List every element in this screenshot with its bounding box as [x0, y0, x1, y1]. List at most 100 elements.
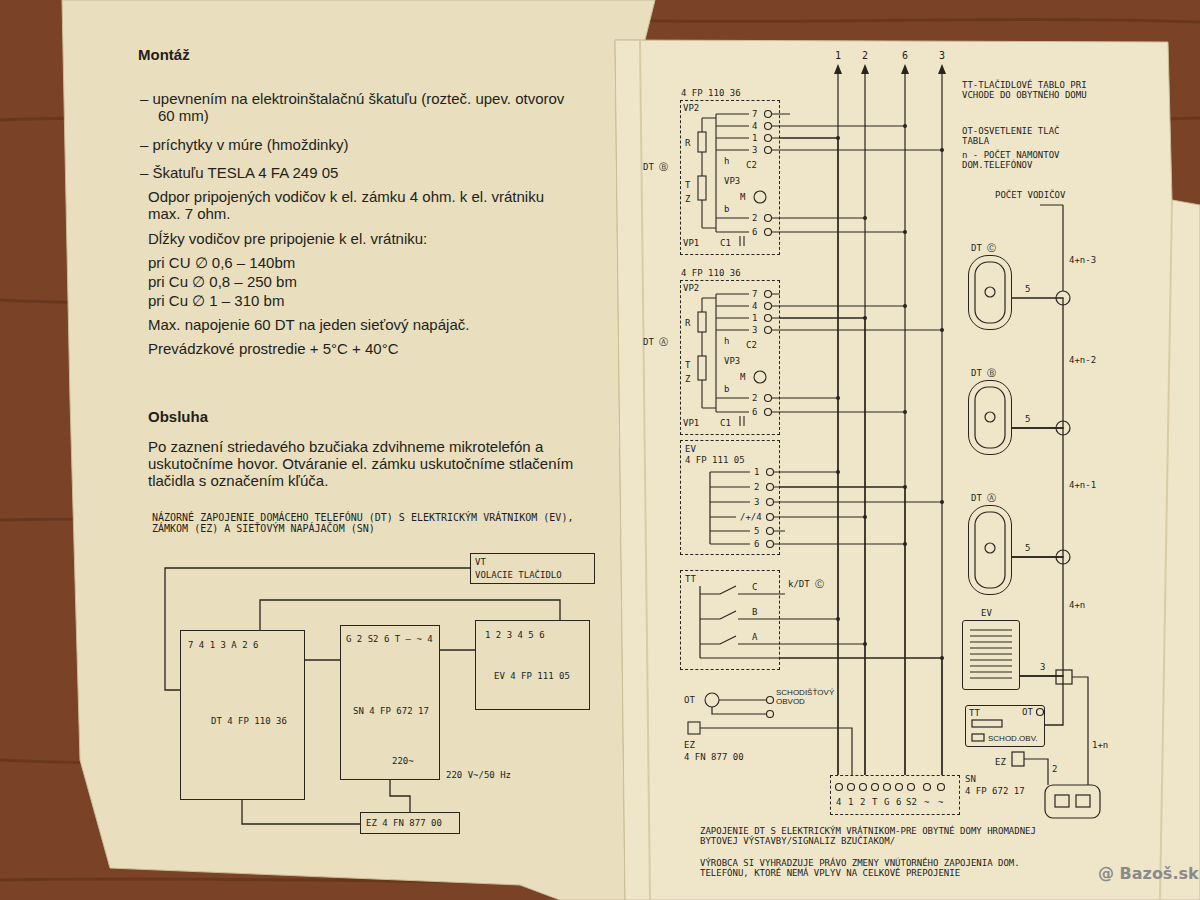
diagram-label: A — [752, 632, 757, 642]
diagram-label: 1 2 3 4 5 6 — [485, 630, 545, 640]
component-label: 4 FP 110 36 — [681, 88, 741, 98]
diagram-label: OT — [684, 695, 695, 705]
diagram-label: VP3 — [724, 176, 740, 186]
instruction-text: Po zaznení striedavého bzučiaka zdvihnem… — [148, 438, 618, 489]
instruction-text: – príchytky v múre (hmoždinky) — [140, 136, 348, 153]
terminal-dots — [836, 124, 944, 660]
terminal-circles — [872, 784, 879, 791]
diagram-label: Z — [685, 194, 690, 204]
component-label: DT 4 FP 110 36 — [211, 716, 287, 726]
terminal-circles — [767, 711, 774, 718]
diagram-label: C — [752, 582, 757, 592]
diagram-label: 3 — [752, 145, 757, 155]
terminal-circles — [848, 784, 855, 791]
instruction-text: – upevnením na elektroinštalačnú škatuľu… — [140, 90, 568, 124]
diagram-label: 6 — [752, 227, 757, 237]
diagram-label: C2 — [746, 340, 757, 350]
pictorial-devices — [985, 412, 995, 422]
diagram-label: 2 — [752, 393, 757, 403]
component-label: EV 4 FP 111 05 — [494, 671, 570, 681]
diagram-label: NÁZORNÉ ZAPOJENIE DOMÁCEHO TELEFÓNU (DT)… — [152, 512, 592, 534]
bus-wires — [780, 306, 942, 412]
pictorial-devices — [970, 630, 1012, 678]
pictorial-devices — [1072, 677, 1088, 785]
terminal-dots — [903, 124, 907, 128]
bus-wires — [700, 64, 946, 775]
diagram-label: ~ — [924, 797, 929, 807]
terminal-dots — [940, 328, 944, 332]
diagram-label: 2 — [862, 50, 868, 61]
component-box: DT Ⓑ — [968, 380, 1012, 455]
diagram-label: T — [685, 180, 690, 190]
pictorial-devices — [970, 205, 1100, 818]
diagram-label: k/DT Ⓒ — [788, 578, 824, 591]
wire — [165, 568, 470, 690]
instruction-text: Dĺžky vodičov pre pripojenie k el. vrátn… — [148, 230, 427, 247]
terminal-circles — [767, 499, 774, 506]
terminal-circles — [767, 541, 774, 548]
diagram-label: TT-TLAČIDLOVÉ TABLO PRI VCHODE DO OBYTNÉ… — [962, 80, 1090, 100]
diagram-label: R — [685, 318, 690, 328]
paper-sheet — [640, 40, 1172, 900]
component-box: SN4 FP 672 17 — [830, 775, 960, 815]
pictorial-devices — [1045, 785, 1100, 818]
paper-sheet — [62, 0, 655, 900]
wire — [780, 138, 838, 775]
wire — [1012, 298, 1063, 428]
diagram-label: G 2 S2 6 T – ~ 4 — [346, 634, 433, 644]
bus-wires — [774, 472, 943, 544]
diagram-label: ~ — [938, 797, 943, 807]
diagram-label: 220~ — [392, 756, 414, 766]
diagram-label: 7 4 1 3 A 2 6 — [188, 640, 258, 650]
wire — [242, 800, 360, 824]
component-box: DT 4 FP 110 36 — [180, 630, 305, 800]
paper-sheet — [615, 40, 1200, 900]
diagram-label: 5 — [754, 526, 759, 536]
component-label: SN — [965, 774, 976, 784]
wire — [780, 318, 865, 775]
wire — [1020, 676, 1063, 725]
wire — [440, 649, 475, 650]
terminal-dots — [940, 148, 944, 152]
pictorial-devices — [985, 543, 995, 553]
bus-wires — [780, 114, 942, 232]
pictorial-devices — [985, 287, 995, 297]
bus-wires — [700, 728, 852, 775]
diagram-label: S2 — [906, 797, 917, 807]
wire — [780, 658, 942, 775]
component-label: DT Ⓑ — [971, 367, 996, 380]
terminal-circles — [767, 514, 774, 521]
component-box: SN 4 FP 672 17 — [340, 625, 440, 780]
diagram-label: 3 — [939, 50, 945, 61]
component-label: VOLACIE TLAČIDLO — [475, 570, 562, 580]
diagram-label: 4 — [836, 797, 841, 807]
pictorial-devices — [1037, 709, 1044, 716]
diagram-label: 7 — [752, 289, 757, 299]
diagram-label: 4+n-1 — [1069, 480, 1096, 490]
pictorial-devices — [972, 720, 1002, 727]
diagram-label: 4+n — [1069, 600, 1085, 610]
component-label: 4 FP 110 36 — [681, 268, 741, 278]
diagram-label: SCHODIŠŤOVÝ OBVOD — [776, 688, 836, 706]
terminal-circles — [836, 784, 843, 791]
instruction-text: Obsluha — [148, 408, 208, 425]
component-label: DT Ⓐ — [643, 336, 668, 349]
pictorial-devices — [1012, 752, 1024, 766]
component-box: DT Ⓒ — [968, 255, 1012, 330]
pictorial-devices — [975, 387, 1005, 448]
diagram-label: 6 — [754, 539, 759, 549]
pictorial-devices — [1024, 759, 1048, 785]
instruction-text: pri Cu ∅ 1 – 310 bm — [148, 292, 284, 310]
component-box: DT Ⓐ — [968, 505, 1012, 595]
phone-circuit — [698, 111, 780, 247]
diagram-label: 6 — [902, 50, 908, 61]
bus-wires — [700, 586, 865, 658]
diagram-label: M — [740, 192, 745, 202]
component-label: EV — [981, 608, 992, 618]
terminal-circles — [688, 469, 945, 791]
terminal-dots — [903, 230, 907, 234]
diagram-label: VP2 — [683, 283, 699, 293]
paper-sheet — [62, 0, 1200, 900]
